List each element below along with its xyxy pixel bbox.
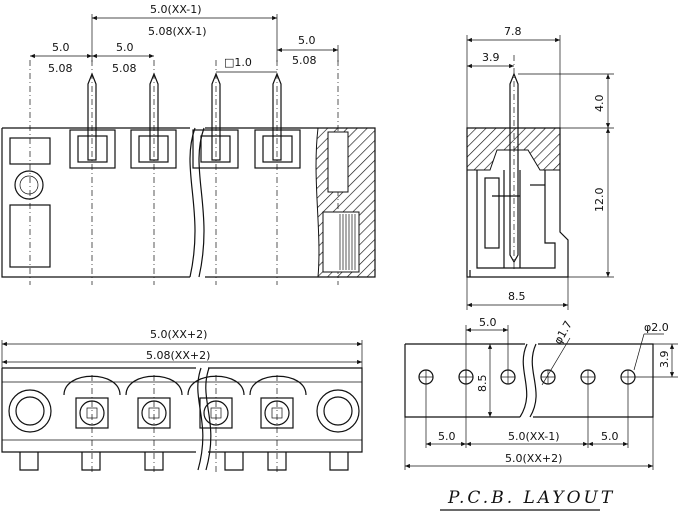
- pcb-hole-small: φ1.7: [551, 319, 575, 347]
- pin: [272, 72, 282, 161]
- front-dim-top-1: 5.0(XX-1): [150, 3, 202, 16]
- front-dim-right-2: 5.08: [292, 54, 317, 67]
- pin: [149, 72, 159, 161]
- front-dim-right-1: 5.0: [298, 34, 316, 47]
- side-body-height: 12.0: [593, 188, 606, 213]
- front-dim-top-2: 5.08(XX-1): [148, 25, 207, 38]
- side-view: 7.8 3.9 4.0 12.0 8.5: [466, 25, 614, 310]
- front-dim-mid-1: 5.0: [116, 41, 134, 54]
- bottom-length-2: 5.08(XX+2): [146, 349, 210, 362]
- pin-window: [130, 129, 177, 169]
- side-pin-offset: 3.9: [482, 51, 500, 64]
- pcb-pitch-top: 5.0: [479, 316, 497, 329]
- pcb-offset-right: 3.9: [658, 351, 671, 369]
- side-width-total: 7.8: [504, 25, 522, 38]
- pcb-total: 5.0(XX+2): [505, 452, 562, 465]
- pcb-hole-large: φ2.0: [644, 321, 669, 334]
- pcb-pitch-mid: 5.0(XX-1): [508, 430, 560, 443]
- pcb-layout-title: P.C.B. LAYOUT: [447, 488, 615, 508]
- pcb-pitch-right: 5.0: [601, 430, 619, 443]
- front-dim-left-2: 5.08: [48, 62, 73, 75]
- side-base-width: 8.5: [508, 290, 526, 303]
- front-pin-square: □1.0: [224, 56, 252, 69]
- pcb-pitch-left: 5.0: [438, 430, 456, 443]
- bottom-view: 5.0(XX+2) 5.08(XX+2): [1, 328, 363, 475]
- pin-window: [254, 129, 301, 169]
- front-dim-left-1: 5.0: [52, 41, 70, 54]
- pcb-offset-v: 8.5: [476, 375, 489, 393]
- pin: [87, 72, 97, 161]
- front-dim-mid-2: 5.08: [112, 62, 137, 75]
- bottom-length-1: 5.0(XX+2): [150, 328, 207, 341]
- pin-window: [192, 129, 239, 169]
- pcb-layout: 5.0 φ1.7 φ2.0 8.5 3.9 5.0 5.0(XX-1) 5.0 …: [404, 316, 678, 511]
- front-view: 5.0(XX-1) 5.08(XX-1) 5.0 5.08 5.0 5.08 □…: [1, 3, 376, 285]
- pin-window: [69, 129, 116, 169]
- side-pin-height: 4.0: [593, 95, 606, 113]
- pin: [211, 72, 221, 161]
- bottom-lobe: [249, 375, 307, 429]
